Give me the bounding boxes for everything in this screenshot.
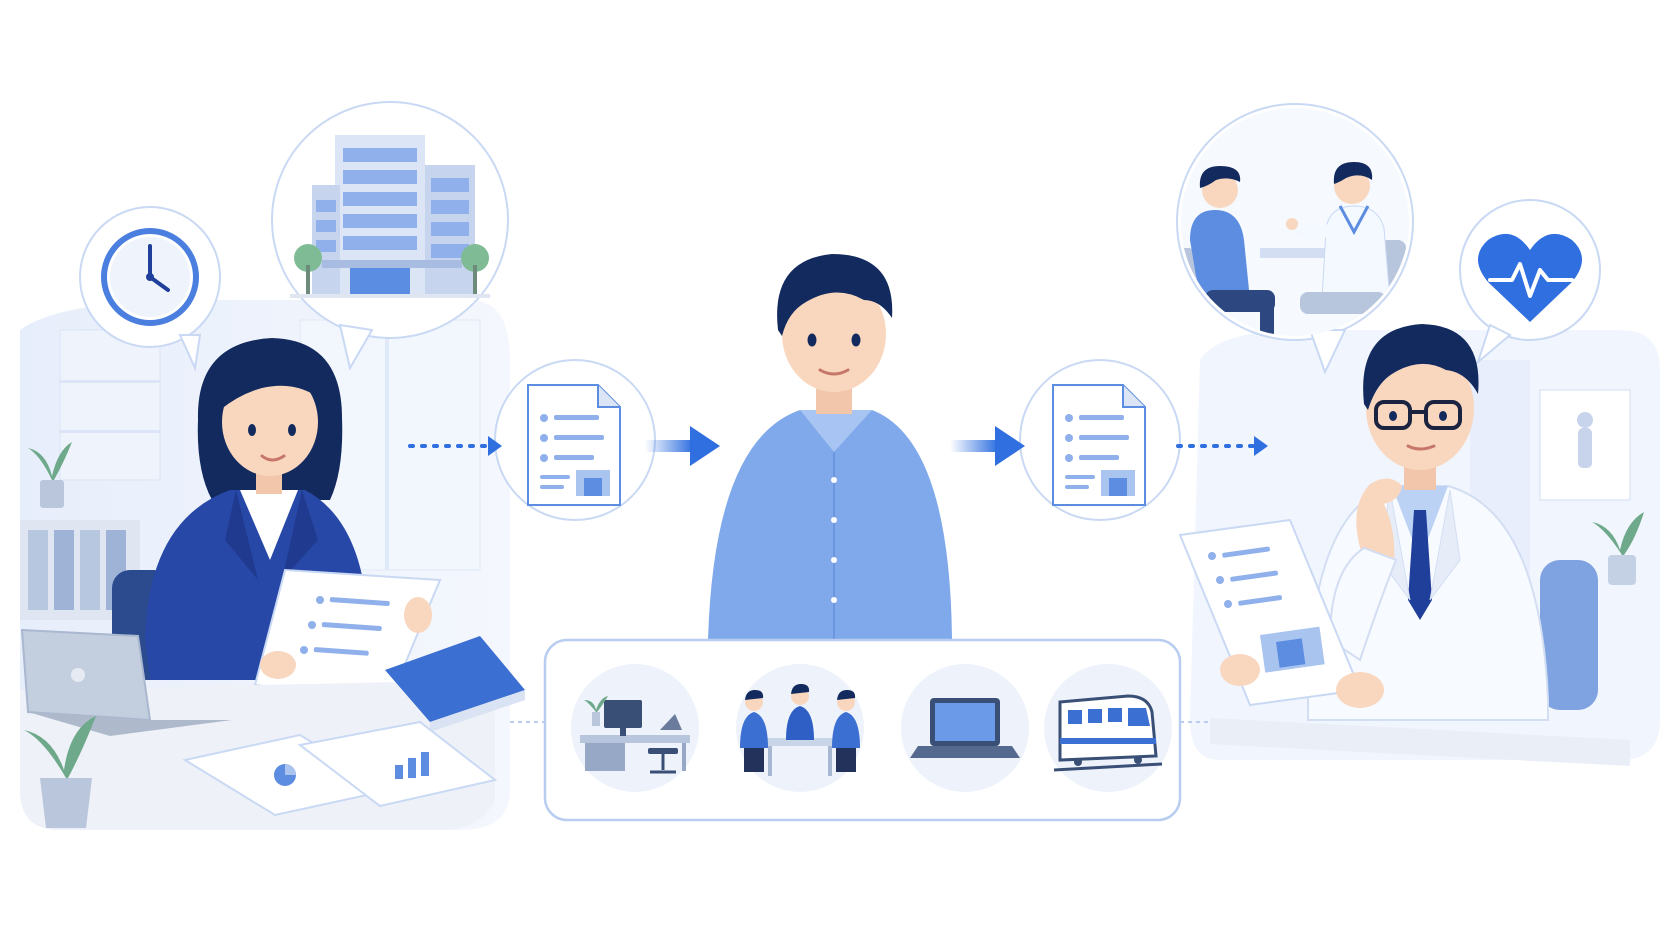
- meeting-icon: [736, 664, 864, 792]
- potted-plant: [24, 716, 96, 828]
- flow-arrow-left: [645, 426, 720, 466]
- document-circle-right: [1019, 359, 1181, 521]
- glasses-icon: [1374, 400, 1462, 430]
- laptop-icon: [901, 664, 1029, 792]
- office-building-icon: [290, 135, 490, 298]
- heart-bubble: [1459, 199, 1601, 366]
- flow-arrow-right: [950, 426, 1025, 466]
- document-circle-left: [494, 359, 656, 521]
- office-desk: [20, 628, 525, 830]
- occupational-doctor-figure: [1178, 324, 1630, 766]
- report-papers: [182, 720, 498, 817]
- laptop-icon: [20, 628, 232, 736]
- desk-workstation-icon: [571, 664, 699, 792]
- dotted-arrow-left: [408, 436, 502, 456]
- heart-pulse-icon: [1478, 233, 1582, 322]
- train-commute-icon: [1044, 664, 1172, 792]
- dotted-arrow-right: [1176, 436, 1268, 456]
- work-factors-panel: [510, 638, 1215, 822]
- book-icon: [385, 636, 525, 732]
- document-icon: [527, 384, 621, 506]
- employee-figure: [708, 254, 952, 640]
- office-manager-figure: [112, 338, 442, 702]
- clock-bubble: [79, 206, 221, 372]
- document-icon: [1052, 384, 1146, 506]
- consultation-icon: [1181, 108, 1409, 336]
- clock-icon: [101, 228, 199, 326]
- consultation-bubble: [1176, 103, 1414, 375]
- building-bubble: [271, 101, 509, 371]
